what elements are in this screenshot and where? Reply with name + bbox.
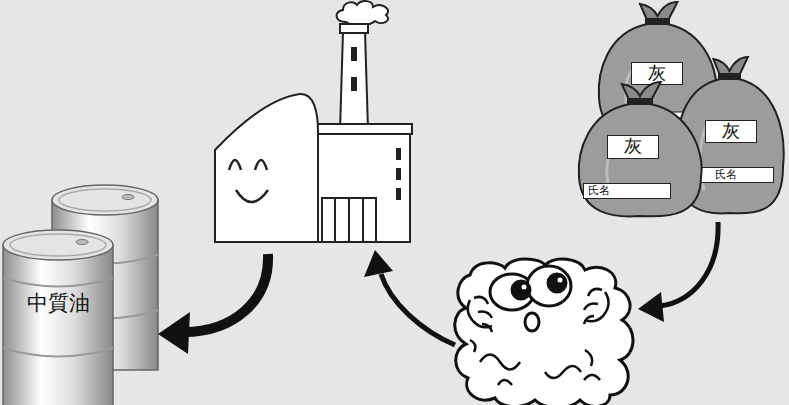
factory <box>215 1 412 242</box>
chimney <box>340 32 368 130</box>
bag-tie <box>640 2 678 24</box>
arrow-to-creature <box>660 222 718 306</box>
drum-label: 中質油 <box>3 290 113 316</box>
side-roof <box>308 124 412 134</box>
flow-arrows <box>158 222 718 354</box>
bag-body <box>579 104 702 216</box>
drum-rib <box>3 348 113 357</box>
arrow-head <box>158 312 190 354</box>
side-window <box>396 188 401 200</box>
name-field: 氏名 <box>583 183 671 199</box>
bag-tie <box>622 82 661 104</box>
drum-outline <box>3 228 113 405</box>
arrow-head <box>638 292 664 322</box>
chimney-window <box>352 48 356 60</box>
factory-eye <box>255 160 267 170</box>
drum-rib <box>3 278 113 287</box>
side-window <box>396 168 401 180</box>
drum-cap <box>76 240 88 245</box>
oil-drum: 中質油 <box>3 228 113 405</box>
factory-smile <box>236 190 268 202</box>
side-window <box>396 148 401 160</box>
chimney-window <box>352 78 356 90</box>
factory-door <box>322 198 376 242</box>
bag-knot <box>627 98 653 105</box>
garbage-bag: 灰氏名 <box>575 80 705 218</box>
bag-label: 灰 <box>705 120 757 143</box>
factory-eye <box>229 160 241 170</box>
smoke-cloud <box>337 1 389 25</box>
bag-knot <box>645 18 670 25</box>
drum-rim <box>10 234 106 256</box>
sludge-creature <box>455 259 633 405</box>
bag-tie <box>713 57 748 79</box>
arrow-to-factory <box>381 274 455 345</box>
arrow-head <box>364 250 393 277</box>
drum-top <box>3 230 113 260</box>
arrow-to-drums <box>184 254 268 332</box>
door-lines <box>335 198 363 242</box>
chimney-rim <box>340 24 368 33</box>
bag-body <box>676 79 784 213</box>
bag-knot <box>718 73 741 80</box>
drum-body <box>3 245 113 405</box>
main-building <box>215 94 318 242</box>
bag-label: 灰 <box>607 135 659 159</box>
side-building <box>312 133 410 242</box>
